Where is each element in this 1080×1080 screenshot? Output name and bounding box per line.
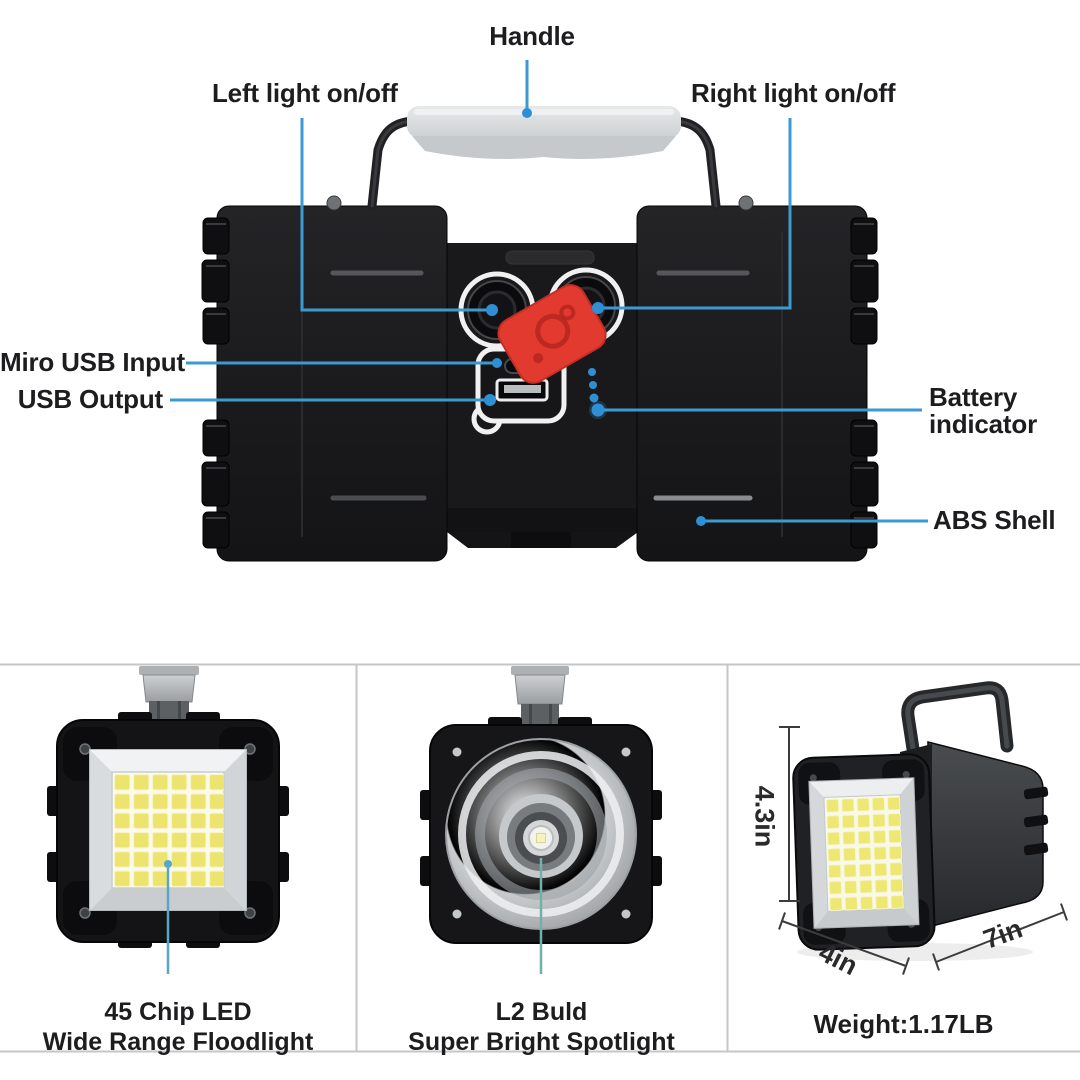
right-light-head [636, 205, 879, 562]
feature-panels-drawing [0, 663, 1080, 1053]
left-light-head [201, 205, 448, 562]
dimension-lines [778, 726, 1068, 975]
miro-usb-input-label: Miro USB Input [0, 347, 185, 377]
right-bumper-fins [850, 217, 879, 549]
dimensions-product-image [778, 681, 1068, 975]
handle-label: Handle [489, 21, 575, 51]
width-dim-line [781, 920, 907, 967]
weight-label: Weight:1.17LB [813, 1009, 994, 1039]
device-back-view-drawing [170, 60, 928, 562]
floodlight-front-image [47, 666, 289, 974]
battery-indicator-leds [588, 368, 607, 419]
rear-head [927, 741, 1044, 928]
left-bumper-fins [201, 217, 230, 549]
floodlight-caption-line1: 45 Chip LED [104, 998, 252, 1026]
handle-hinge-right [738, 195, 754, 211]
depth-dim-line [935, 911, 1065, 963]
leader-left-light [300, 118, 488, 312]
panel-borders [0, 663, 1080, 1053]
spotlight-caption-line2: Super Bright Spotlight [408, 1028, 675, 1056]
floodlight-caption: 45 Chip LED Wide Range Floodlight [0, 997, 356, 1057]
spotlight-caption-line1: L2 Buld [495, 998, 588, 1026]
reflector [445, 738, 637, 930]
abs-shell-label: ABS Shell [933, 505, 1056, 535]
spotlight-caption: L2 Buld Super Bright Spotlight [356, 997, 727, 1057]
floodlight-caption-line2: Wide Range Floodlight [42, 1028, 314, 1056]
leader-lines [170, 60, 928, 523]
carrying-handle [326, 106, 754, 211]
leader-dots [484, 108, 706, 526]
usb-output-label: USB Output [17, 384, 164, 414]
led-bulb [536, 833, 546, 843]
left-light-label: Left light on/off [212, 78, 398, 108]
leader-right-light [602, 118, 792, 310]
height-dim-label: 4.3in [749, 785, 780, 848]
battery-indicator-label: Battery indicator [929, 382, 1037, 440]
handle-hinge-left [326, 195, 342, 211]
spotlight-front-image [420, 666, 662, 974]
front-head [792, 753, 936, 951]
right-light-label: Right light on/off [691, 78, 896, 108]
stand-foot [511, 532, 571, 548]
